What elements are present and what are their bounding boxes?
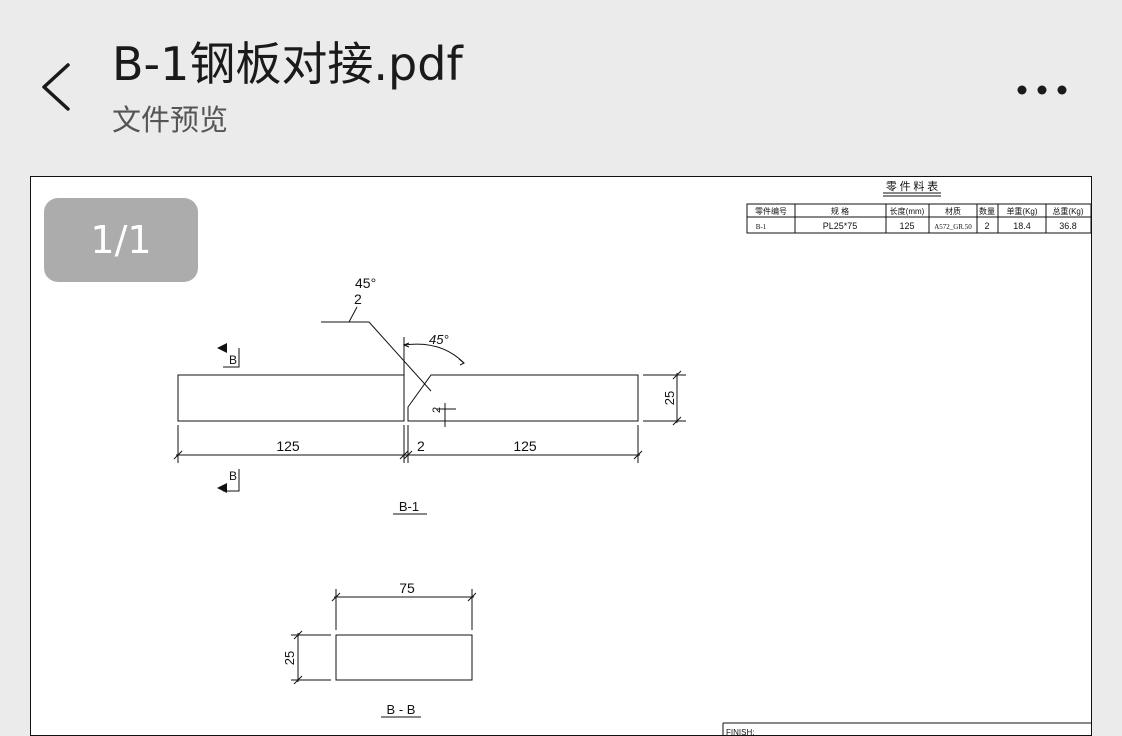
weld-size-label: 2 xyxy=(354,291,362,307)
section-thickness-label: 25 xyxy=(282,651,297,665)
table-header-length: 长度(mm) xyxy=(890,206,925,216)
table-cell-length: 125 xyxy=(899,221,914,231)
back-button[interactable] xyxy=(30,52,80,122)
table-cell-unit-weight: 18.4 xyxy=(1013,221,1031,231)
table-cell-total-weight: 36.8 xyxy=(1059,221,1077,231)
weld-angle-label: 45° xyxy=(355,275,376,291)
parts-table xyxy=(746,192,1091,234)
main-view xyxy=(173,306,686,515)
section-arrow-bottom xyxy=(217,483,227,493)
file-title: B-1钢板对接.pdf xyxy=(112,37,463,91)
table-cell-spec: PL25*75 xyxy=(823,221,858,231)
parts-table-title: 零 件 料 表 xyxy=(886,179,938,193)
finish-label: FINISH: xyxy=(726,728,754,736)
gap-label: 2 xyxy=(431,407,443,413)
table-header-qty: 数量 xyxy=(979,206,995,216)
cad-drawing: 零 件 料 表 零件编号 规 格 长度(mm) 材质 数量 单重(Kg) 总重(… xyxy=(173,179,1091,736)
table-header-material: 材质 xyxy=(945,206,961,216)
table-cell-part-no: B-1 xyxy=(756,223,767,231)
page-indicator: 1/1 xyxy=(44,198,198,282)
table-header-part-no: 零件编号 xyxy=(755,206,787,216)
section-view-label: B - B xyxy=(387,702,416,717)
left-length-label: 125 xyxy=(276,438,300,454)
title-block xyxy=(722,722,1091,735)
file-subtitle: 文件预览 xyxy=(112,103,229,137)
thickness-label: 25 xyxy=(662,391,677,405)
chevron-left-icon xyxy=(42,63,70,111)
table-header-unit-weight: 单重(Kg) xyxy=(1006,206,1037,216)
main-view-label: B-1 xyxy=(399,499,419,514)
section-view xyxy=(291,589,477,718)
right-length-label: 125 xyxy=(513,438,537,454)
gap-dim-label: 2 xyxy=(417,438,425,454)
section-mark-top: B xyxy=(229,353,237,367)
pdf-page[interactable]: 零 件 料 表 零件编号 规 格 长度(mm) 材质 数量 单重(Kg) 总重(… xyxy=(30,176,1092,736)
more-horizontal-icon xyxy=(1017,85,1067,95)
table-cell-qty: 2 xyxy=(984,221,989,231)
more-button[interactable] xyxy=(1002,70,1082,110)
table-header-spec: 规 格 xyxy=(831,206,849,216)
app-header: B-1钢板对接.pdf 文件预览 xyxy=(0,0,1122,155)
section-width-label: 75 xyxy=(399,580,415,596)
table-cell-material: A572_GR.50 xyxy=(934,223,972,231)
section-mark-bottom: B xyxy=(229,469,237,483)
section-arrow-top xyxy=(217,343,227,353)
groove-angle-label: 45° xyxy=(429,332,449,347)
table-header-total-weight: 总重(Kg) xyxy=(1052,206,1083,216)
pdf-viewer[interactable]: 零 件 料 表 零件编号 规 格 长度(mm) 材质 数量 单重(Kg) 总重(… xyxy=(0,155,1122,736)
